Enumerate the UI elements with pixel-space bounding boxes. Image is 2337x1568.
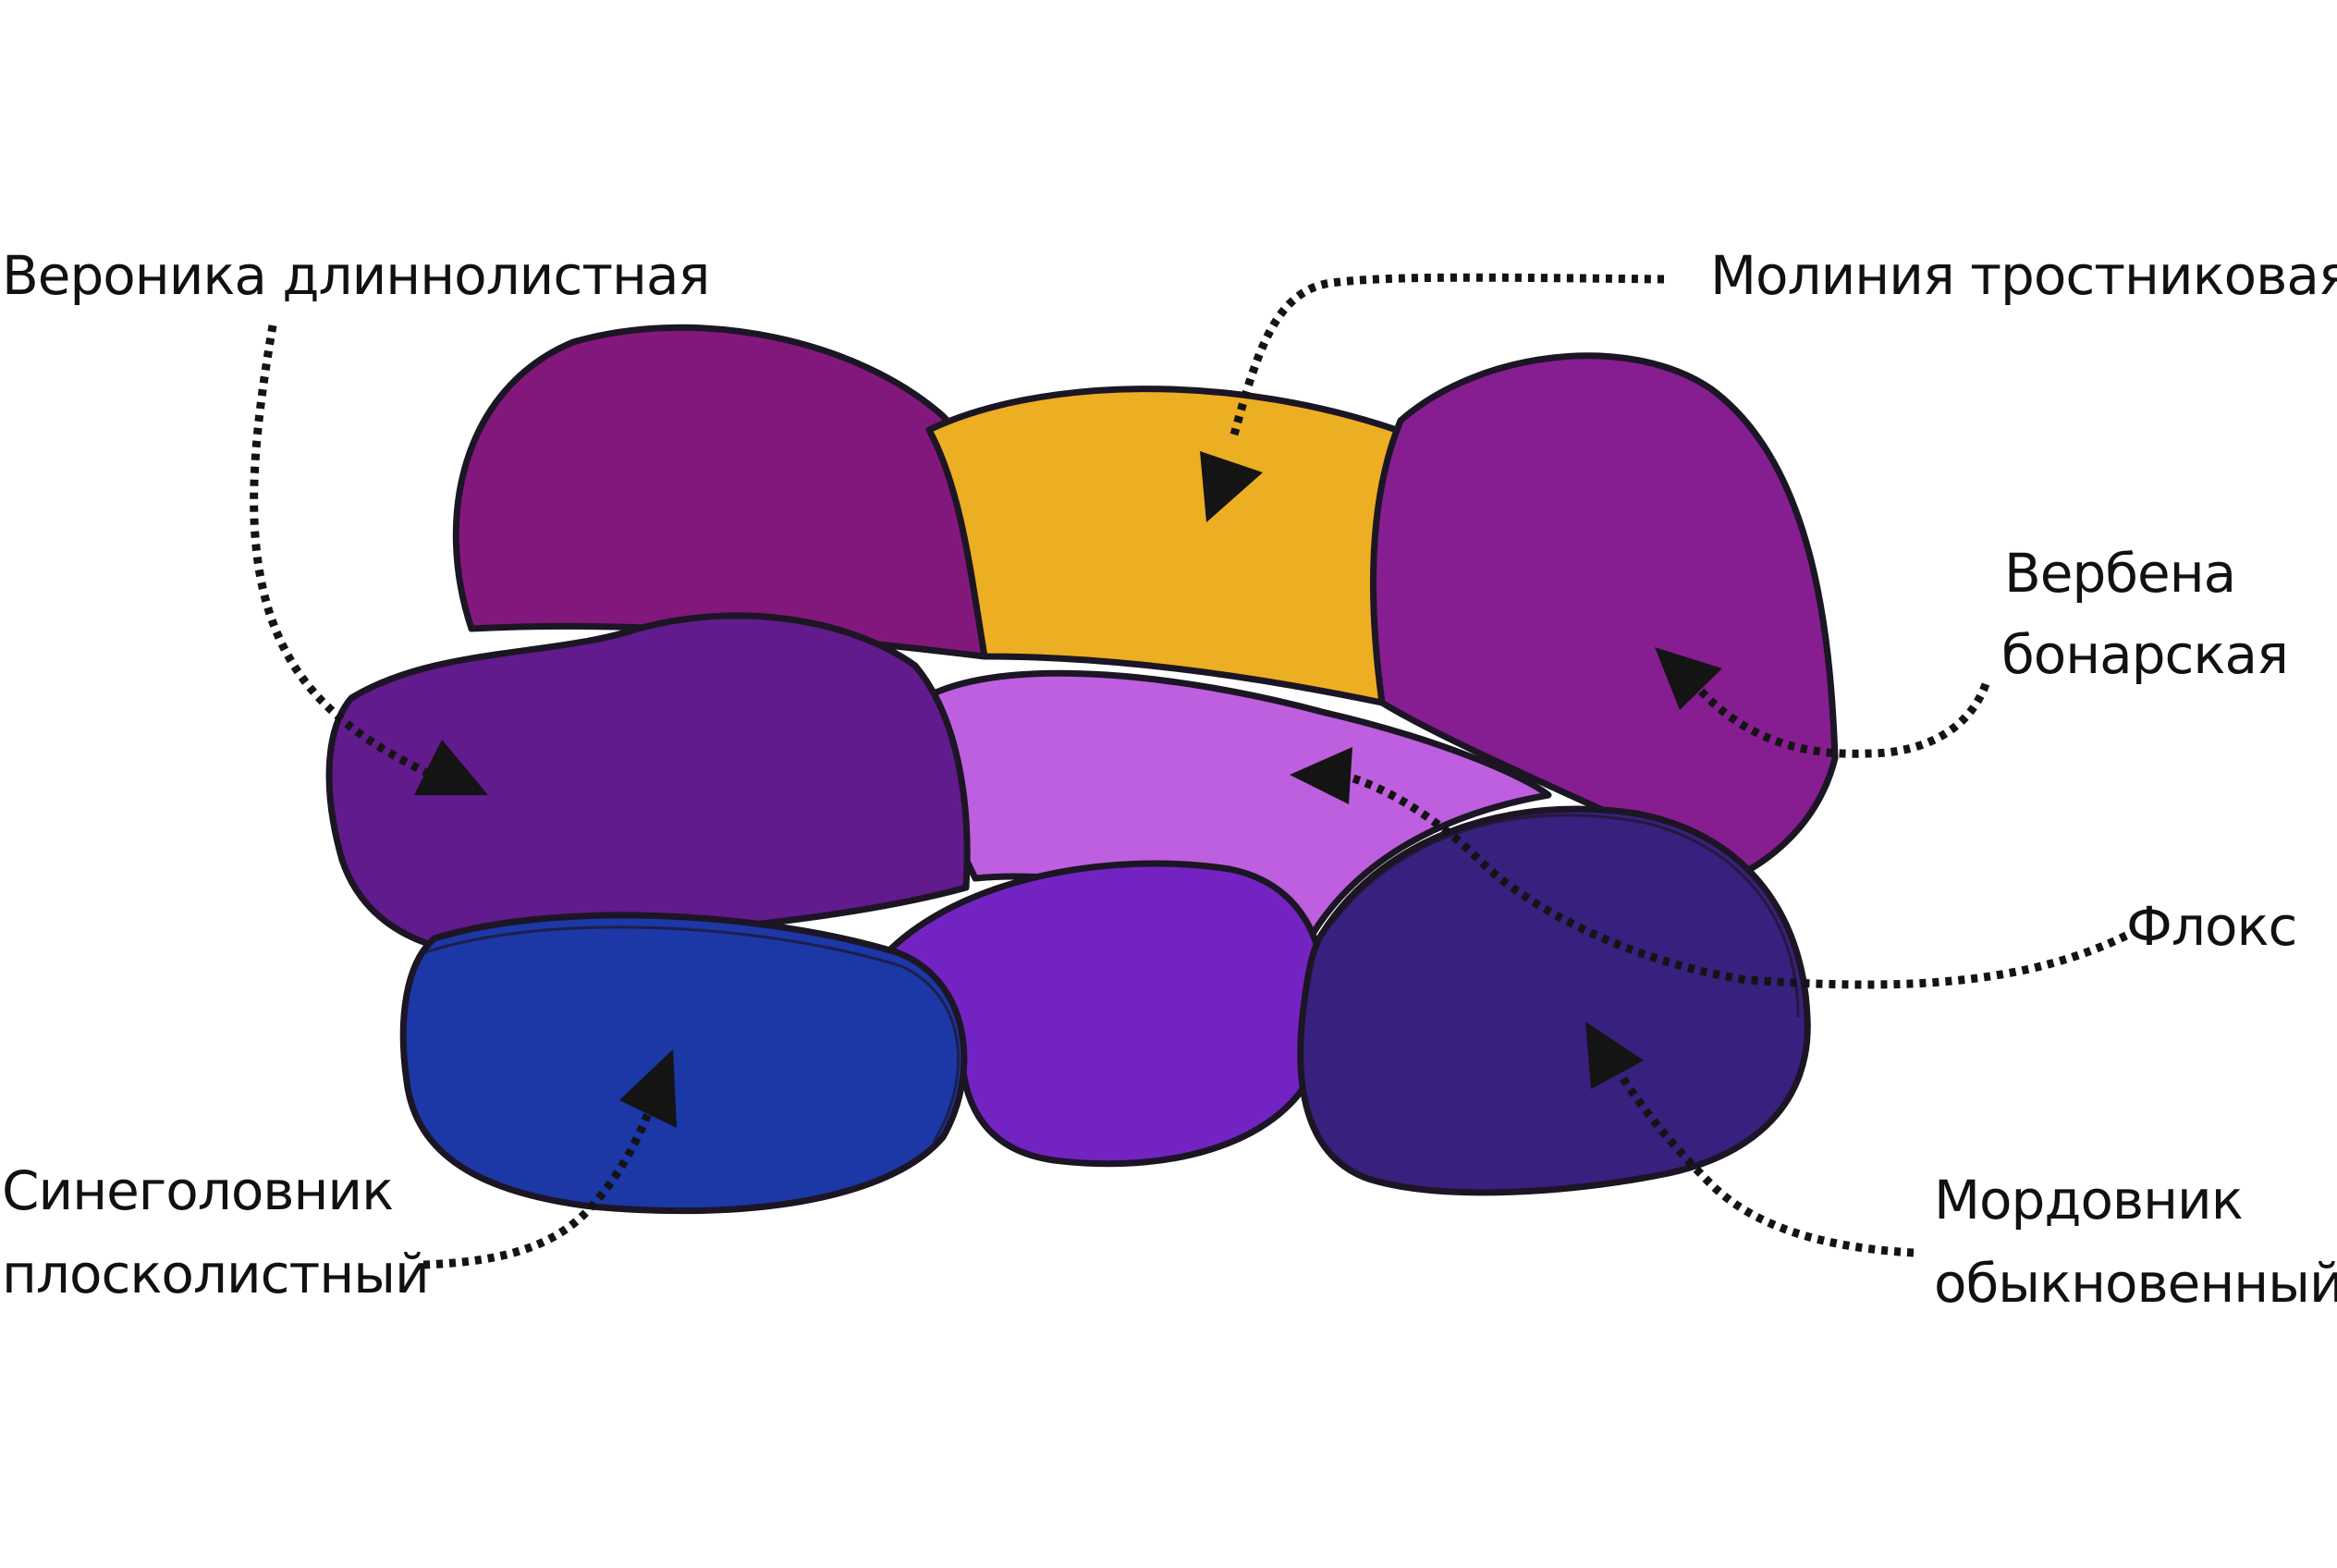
arrowhead-echinops	[1585, 1022, 1644, 1089]
leader-eryngium	[422, 1089, 661, 1269]
arrowhead-eryngium	[619, 1049, 677, 1128]
label-verbena-line2: бонарская	[2001, 623, 2288, 686]
label-eryngium-line1: Синеголовник	[2, 1159, 393, 1222]
label-echinops-line2: обыкновенный	[1934, 1252, 2337, 1315]
label-veronica: Вероника длиннолистная	[2, 244, 709, 307]
leader-veronica	[250, 325, 437, 781]
plant-blob-eryngium	[399, 912, 968, 1215]
arrowhead-veronica	[414, 740, 488, 795]
arrowhead-phlox	[1290, 747, 1352, 804]
label-echinops-line1: Мордовник	[1934, 1169, 2243, 1231]
plant-blob-molinia	[925, 386, 1413, 706]
label-molinia: Молиния тростниковая	[1710, 244, 2337, 307]
plant-blob-back-left	[452, 324, 1000, 660]
leader-echinops	[1609, 1060, 1915, 1257]
label-eryngium-line2: плосколистный	[2, 1243, 429, 1305]
label-verbena-line1: Вербена	[2004, 542, 2235, 605]
plant-blob-eryngium-sketch	[424, 925, 960, 1143]
plant-blob-echinops-sketch	[1329, 814, 1800, 1018]
arrowhead-verbena	[1655, 647, 1722, 710]
leader-phlox	[1339, 770, 2128, 989]
plant-blob-verbena	[1369, 352, 1839, 877]
plant-blob-echinops	[1297, 805, 1811, 1196]
leader-molinia	[1230, 273, 1665, 436]
leader-verbena	[1683, 672, 1990, 758]
arrowhead-molinia	[1200, 451, 1263, 522]
plant-blob-veronica	[325, 612, 971, 956]
label-phlox: Флокс	[2126, 895, 2296, 958]
